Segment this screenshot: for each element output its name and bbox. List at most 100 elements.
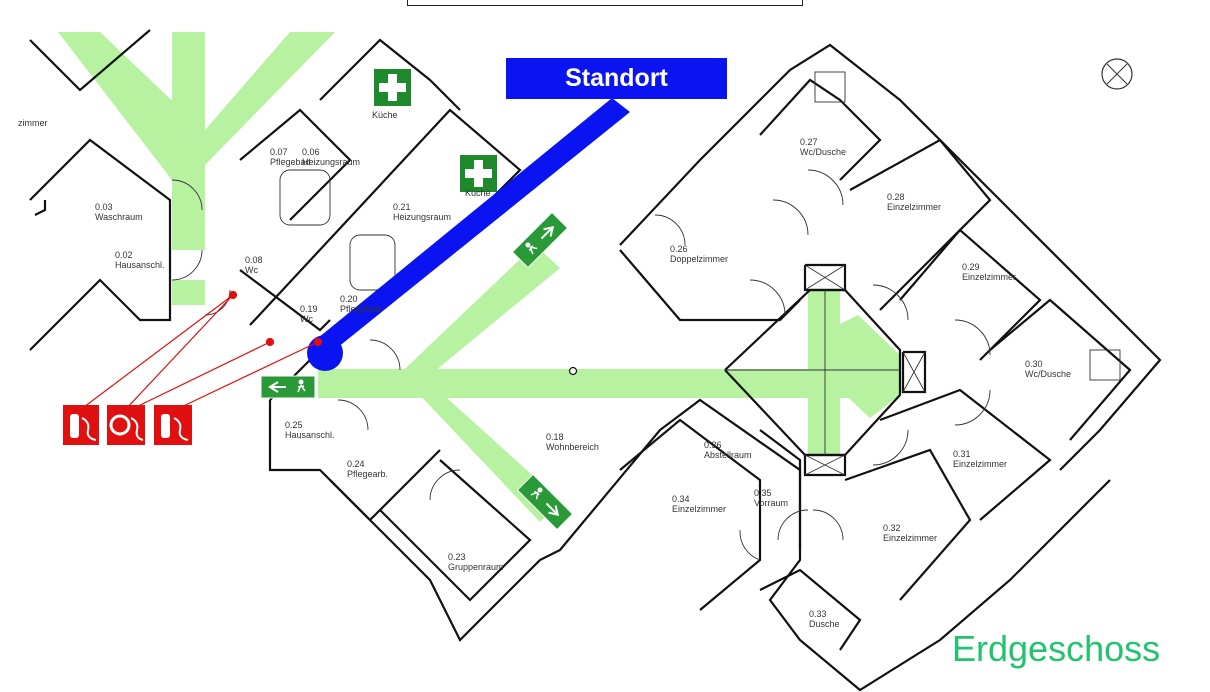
fire-equipment-links bbox=[79, 290, 323, 411]
escape-route-segment bbox=[390, 245, 560, 385]
room-name: Einzelzimmer bbox=[887, 202, 941, 212]
escape-route-segment bbox=[205, 32, 335, 165]
first-aid-cross-icon bbox=[460, 155, 497, 192]
room-name: Doppelzimmer bbox=[670, 254, 728, 264]
room-number: 0.29 bbox=[962, 262, 980, 272]
fire-extinguisher-icon bbox=[63, 405, 99, 445]
room-name: zimmer bbox=[18, 118, 48, 128]
fire-hose-icon bbox=[107, 405, 145, 445]
floor-title: Erdgeschoss bbox=[952, 628, 1161, 669]
room-label-r-kueche2: Küche bbox=[465, 188, 491, 198]
compass-icon bbox=[1101, 58, 1133, 90]
room-name: Einzelzimmer bbox=[962, 272, 1016, 282]
standort-label: Standort bbox=[506, 58, 727, 99]
room-number: 0.31 bbox=[953, 449, 971, 459]
room-number: 0.30 bbox=[1025, 359, 1043, 369]
room-number: 0.28 bbox=[887, 192, 905, 202]
room-name: Wc/Dusche bbox=[1025, 369, 1071, 379]
room-name: Pflegearb. bbox=[347, 469, 388, 479]
escape-route-segment bbox=[398, 372, 560, 522]
room-number: 0.23 bbox=[448, 552, 466, 562]
room-label-r-left-partial: zimmer bbox=[18, 118, 48, 128]
room-name: Pflegebad bbox=[340, 304, 381, 314]
bathtub bbox=[349, 234, 396, 291]
room-name: Waschraum bbox=[95, 212, 143, 222]
first-aid-signs bbox=[374, 69, 497, 192]
room-name: Pflegebad bbox=[270, 157, 311, 167]
escape-route-segment bbox=[828, 315, 900, 418]
emergency-exit-signs bbox=[260, 211, 574, 531]
title-frame bbox=[407, 0, 803, 6]
reference-point bbox=[568, 366, 578, 376]
room-number: 0.24 bbox=[347, 459, 365, 469]
room-name: Küche bbox=[372, 110, 398, 120]
room-number: 0.03 bbox=[95, 202, 113, 212]
room-number: 0.07 bbox=[270, 147, 288, 157]
escape-route-segment bbox=[58, 32, 205, 180]
room-number: 0.25 bbox=[285, 420, 303, 430]
fire-extinguisher-icon bbox=[154, 405, 192, 445]
walls bbox=[29, 29, 1162, 692]
room-name: Einzelzimmer bbox=[672, 504, 726, 514]
doors bbox=[171, 71, 1121, 561]
room-name: Einzelzimmer bbox=[953, 459, 1007, 469]
room-name: Wohnbereich bbox=[546, 442, 599, 452]
emergency-exit-icon bbox=[260, 375, 316, 399]
escape-route-segment bbox=[172, 280, 205, 305]
room-name: Vorraum bbox=[754, 498, 788, 508]
room-number: 0.06 bbox=[302, 147, 320, 157]
emergency-exit-icon bbox=[511, 211, 569, 269]
room-number: 0.26 bbox=[670, 244, 688, 254]
room-name: Hausanschl. bbox=[115, 260, 165, 270]
room-number: 0.32 bbox=[883, 523, 901, 533]
room-number: 0.20 bbox=[340, 294, 358, 304]
room-name: Heizungsraum bbox=[302, 157, 360, 167]
room-number: 0.34 bbox=[672, 494, 690, 504]
fire-equipment-signs bbox=[63, 405, 192, 445]
location-pointer bbox=[318, 98, 630, 352]
room-number: 0.27 bbox=[800, 137, 818, 147]
room-name: Dusche bbox=[809, 619, 840, 629]
room-name: Abstellraum bbox=[704, 450, 752, 460]
room-number: 0.18 bbox=[546, 432, 564, 442]
emergency-exit-icon bbox=[516, 473, 574, 531]
room-name: Hausanschl. bbox=[285, 430, 335, 440]
fire-equipment-location bbox=[228, 290, 238, 300]
room-name: Wc bbox=[300, 314, 313, 324]
location-dot bbox=[307, 335, 343, 371]
room-number: 0.35 bbox=[754, 488, 772, 498]
shower-tray bbox=[1089, 349, 1121, 381]
room-label-r-kueche1: Küche bbox=[372, 110, 398, 120]
room-name: Gruppenraum bbox=[448, 562, 504, 572]
room-name: Wc/Dusche bbox=[800, 147, 846, 157]
fire-equipment-location bbox=[313, 337, 323, 347]
room-number: 0.19 bbox=[300, 304, 318, 314]
first-aid-cross-icon bbox=[374, 69, 411, 106]
fire-equipment-location bbox=[265, 337, 275, 347]
room-number: 0.33 bbox=[809, 609, 827, 619]
room-name: Heizungsraum bbox=[393, 212, 451, 222]
room-number: 0.02 bbox=[115, 250, 133, 260]
